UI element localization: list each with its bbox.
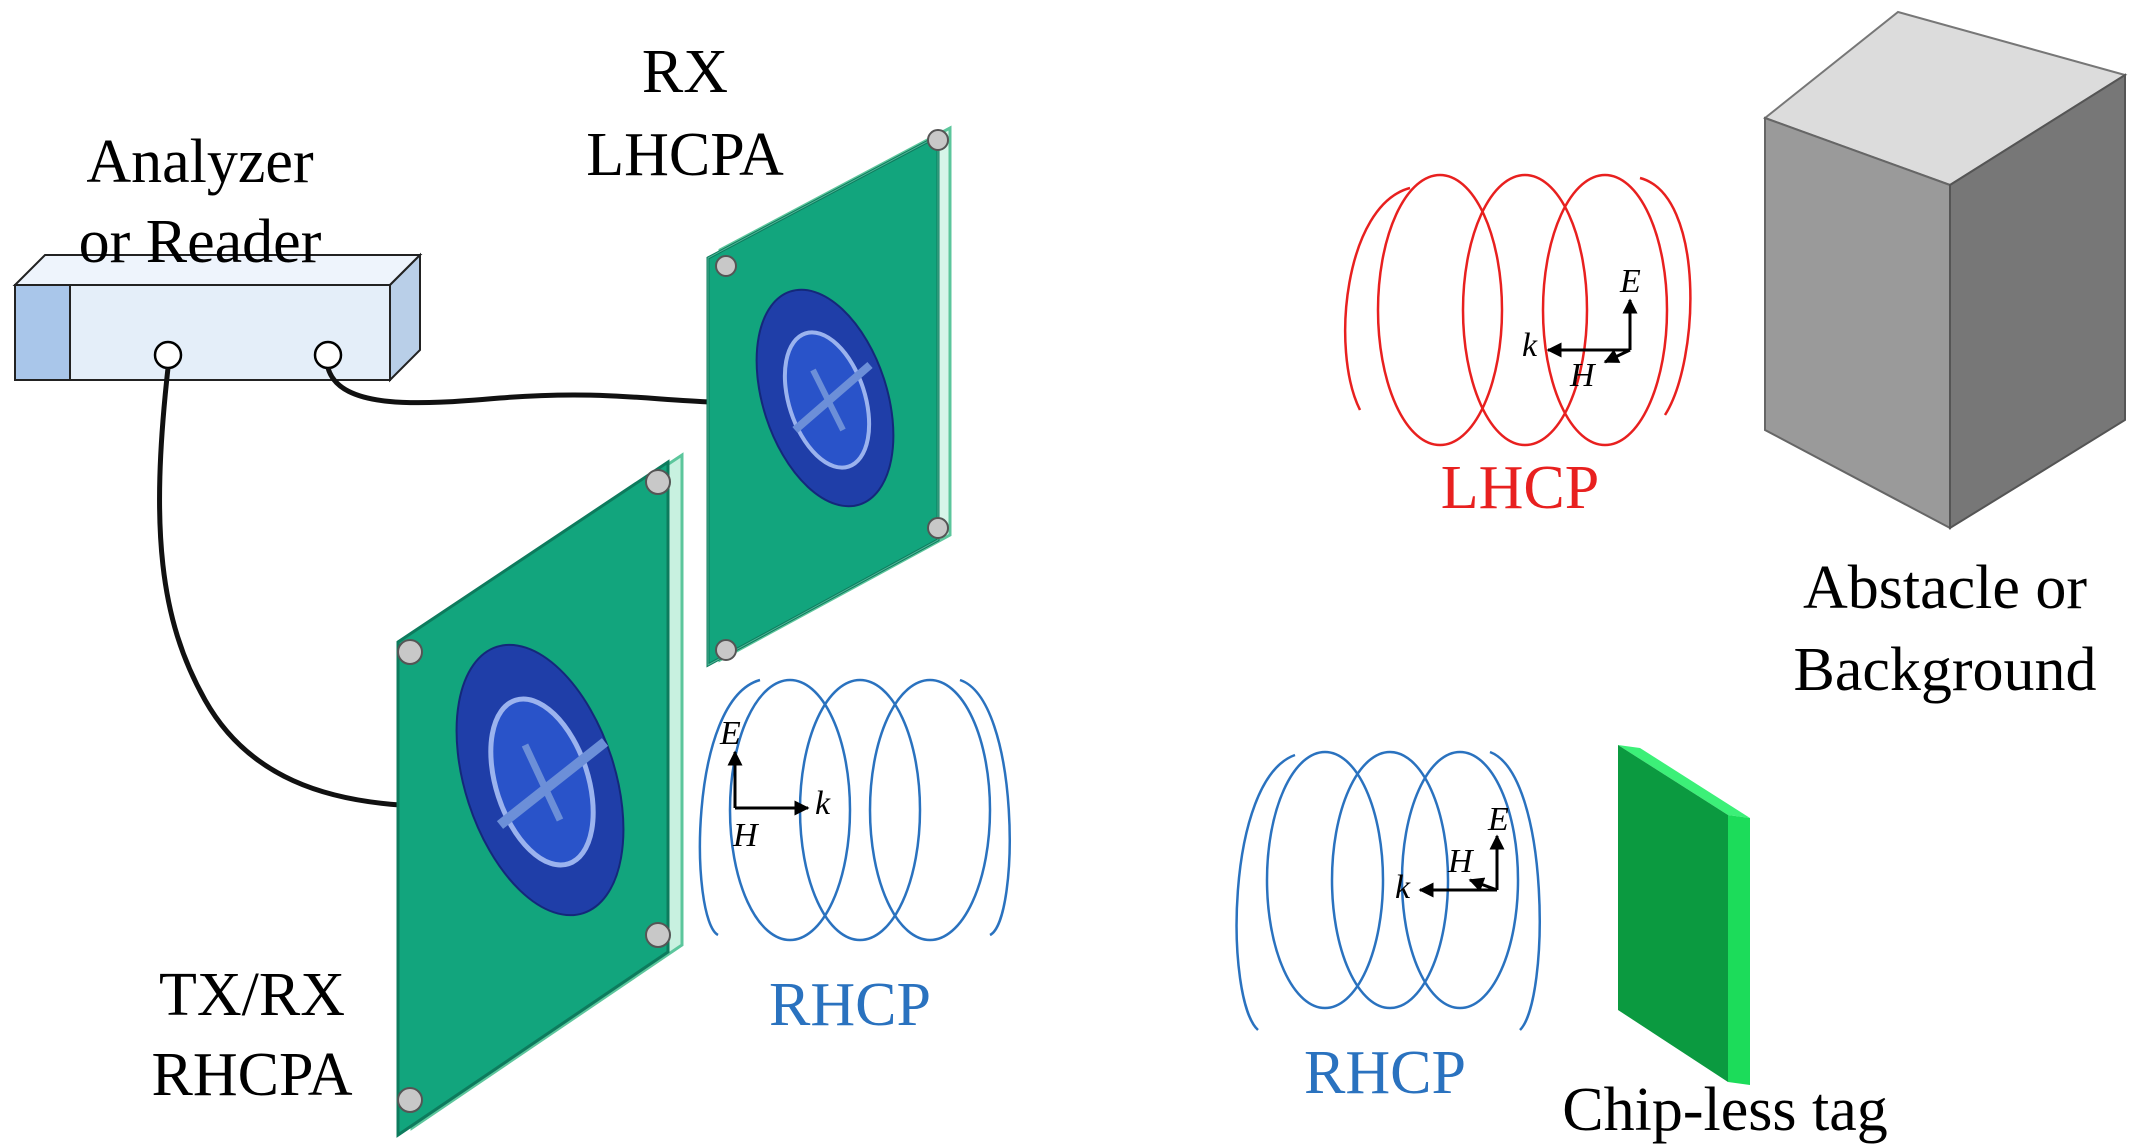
rx-label-line1: RX	[642, 38, 728, 106]
obstacle-label-line1: Abstacle or	[1803, 554, 2087, 622]
port-1	[153, 340, 183, 370]
rx-antenna-board	[706, 125, 952, 668]
rhcp-near-axes: E H k	[719, 715, 831, 854]
lhcp-wave	[1344, 173, 1692, 447]
txrx-antenna-board	[396, 452, 684, 1138]
rhcp-near-axis-h: H	[732, 817, 760, 854]
analyzer-device	[12, 252, 423, 383]
txrx-label-line1: TX/RX	[159, 961, 345, 1029]
txrx-patch	[455, 643, 625, 917]
txrx-label-line2: RHCPA	[151, 1041, 352, 1109]
rhcp-far-axis-h: H	[1447, 843, 1475, 880]
cable-rx	[325, 367, 713, 406]
obstacle-label-line2: Background	[1793, 636, 2096, 704]
rx-patch	[755, 288, 895, 508]
analyzer-label-line2: or Reader	[79, 208, 322, 276]
tag-label: Chip-less tag	[1562, 1076, 1887, 1144]
port-2	[313, 340, 343, 370]
lhcp-axis-k: k	[1522, 327, 1538, 364]
rhcp-near-axis-k: k	[815, 785, 831, 822]
obstacle-cube	[1762, 10, 2128, 530]
rhcp-far-axes: E H k	[1395, 801, 1509, 906]
rx-label-line2: LHCPA	[586, 121, 784, 189]
rhcp-far-axis-k: k	[1395, 869, 1411, 906]
rhcp-near-axis-e: E	[719, 715, 741, 752]
rhcp-near-label: RHCP	[769, 971, 931, 1039]
lhcp-axes: E H k	[1522, 263, 1641, 394]
rhcp-far-axis-e: E	[1487, 801, 1509, 838]
chipless-tag	[1618, 745, 1750, 1085]
lhcp-axis-h: H	[1569, 357, 1597, 394]
rhcp-wave-near	[698, 678, 1011, 942]
analyzer-label-line1: Analyzer	[86, 128, 314, 196]
lhcp-label: LHCP	[1441, 454, 1599, 522]
rhcp-wave-far	[1235, 750, 1541, 1031]
cable-tx	[157, 367, 401, 808]
rhcp-far-label: RHCP	[1304, 1039, 1466, 1107]
lhcp-axis-e: E	[1619, 263, 1641, 300]
rx-screws	[715, 129, 949, 661]
txrx-screws	[397, 469, 671, 1113]
